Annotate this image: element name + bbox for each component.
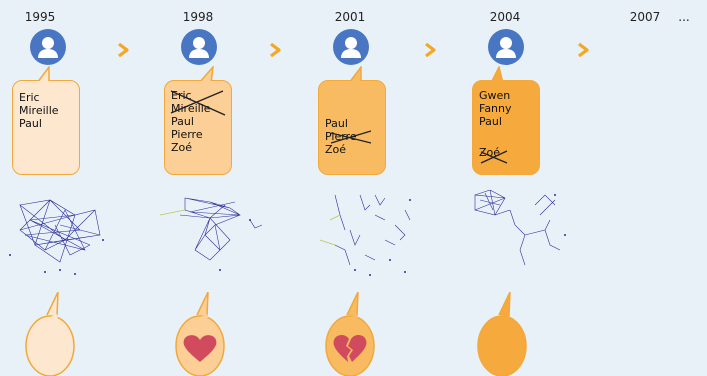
emotion-bubble-2001 bbox=[325, 292, 375, 376]
name-list: Eric Mireille Paul bbox=[19, 91, 59, 130]
name-entry: Paul bbox=[19, 117, 42, 130]
name-bubble-2001: Paul Pierre Zoé bbox=[318, 66, 386, 175]
chevron-right-icon bbox=[118, 43, 129, 57]
chevron-right-icon bbox=[578, 43, 589, 57]
name-bubble-1995: Eric Mireille Paul bbox=[12, 66, 80, 175]
year-label-1998: 1998 bbox=[182, 10, 214, 24]
person-icon bbox=[488, 29, 524, 65]
name-entry: Paul bbox=[325, 117, 348, 130]
emotion-bubble-1995 bbox=[25, 292, 75, 376]
person-icon bbox=[333, 29, 369, 65]
year-label-2004: 2004 bbox=[489, 10, 521, 24]
name-entry: Eric bbox=[19, 91, 40, 104]
broken-heart-icon bbox=[333, 334, 367, 362]
year-label-1995: 1995 bbox=[24, 10, 56, 24]
name-entry: Fanny bbox=[479, 102, 512, 115]
chevron-right-icon bbox=[270, 43, 281, 57]
name-entry: Zoé bbox=[325, 143, 347, 156]
social-network-graph-2004 bbox=[474, 190, 566, 266]
name-bubble-2004: Gwen Fanny Paul Zoé bbox=[472, 66, 540, 175]
year-label-ellipsis: ... bbox=[678, 10, 690, 24]
emotion-bubble-1998 bbox=[175, 292, 225, 376]
strike-cross-icon bbox=[480, 150, 508, 164]
emotion-bubble-2004 bbox=[477, 292, 527, 376]
strike-cross-icon bbox=[330, 130, 372, 144]
name-entry: Pierre bbox=[171, 128, 203, 141]
social-network-graph-1995 bbox=[9, 199, 104, 275]
name-entry: Paul bbox=[479, 115, 502, 128]
heart-icon bbox=[183, 335, 217, 362]
name-list: Gwen Fanny Paul Zoé bbox=[479, 89, 512, 159]
social-network-graph-2001 bbox=[319, 194, 411, 276]
name-entry: Mireille bbox=[19, 104, 59, 117]
name-entry-struck: Zoé bbox=[479, 146, 501, 159]
year-label-2001: 2001 bbox=[334, 10, 366, 24]
chevron-right-icon bbox=[425, 43, 436, 57]
person-icon bbox=[30, 29, 66, 65]
social-network-graph-1998 bbox=[159, 197, 263, 271]
strike-cross-icon bbox=[170, 90, 226, 116]
name-bubble-1998: Eric Mireille Paul Pierre Zoé bbox=[164, 66, 232, 175]
name-list: Eric Mireille Paul Pierre Zoé bbox=[171, 89, 211, 154]
name-entry: Paul bbox=[171, 115, 194, 128]
name-entry: Gwen bbox=[479, 89, 511, 102]
name-list: Paul Pierre Zoé bbox=[325, 117, 357, 156]
name-entry: Zoé bbox=[171, 141, 193, 154]
name-entry-struck: Mireille bbox=[171, 102, 211, 115]
person-icon bbox=[181, 29, 217, 65]
year-label-2007: 2007 bbox=[629, 10, 661, 24]
